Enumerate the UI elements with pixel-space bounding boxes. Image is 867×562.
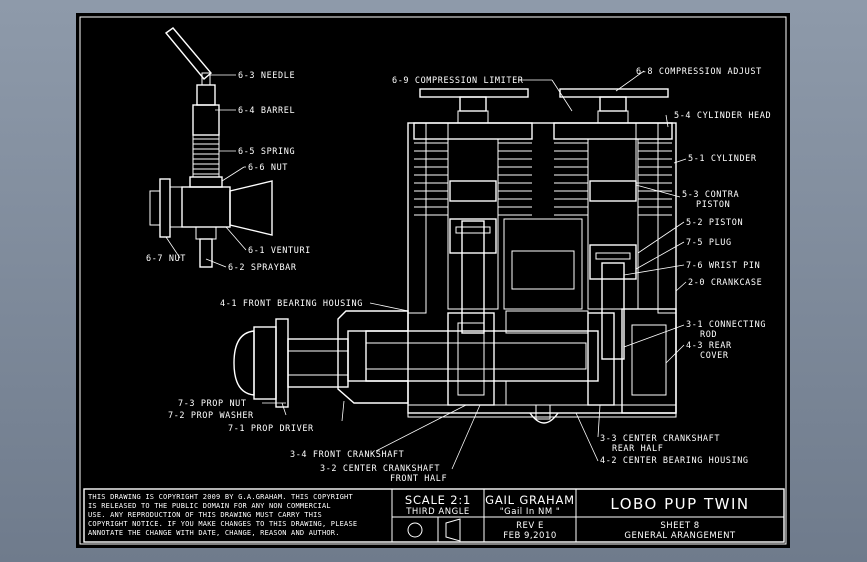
label-connecting-rod-2: ROD — [700, 330, 717, 340]
barrel-part — [196, 84, 216, 106]
label-contra-piston-2: PISTON — [696, 200, 730, 210]
label-center-crankshaft-rear-2: REAR HALF — [612, 444, 663, 454]
prop-washer — [275, 318, 289, 408]
label-nut-6-7: 6-7 NUT — [146, 254, 186, 264]
label-cylinder: 5-1 CYLINDER — [688, 154, 757, 164]
label-center-crankshaft-front-2: FRONT HALF — [390, 474, 447, 484]
revision-text: REV E — [516, 521, 544, 531]
label-center-bearing-housing: 4-2 CENTER BEARING HOUSING — [600, 456, 749, 466]
copyright-line-4: COPYRIGHT NOTICE. IF YOU MAKE CHANGES TO… — [88, 520, 357, 528]
piston-right — [589, 244, 637, 280]
cylinder-head-right — [553, 110, 673, 140]
label-crankcase: 2-0 CRANKCASE — [688, 278, 762, 288]
cylinder-head-left — [413, 110, 533, 140]
label-front-bearing-housing: 4-1 FRONT BEARING HOUSING — [220, 299, 363, 309]
needle-part — [164, 27, 212, 80]
assembly-drawing: 6-3 NEEDLE 6-4 BARREL 6-5 SPRING 6-6 NUT… — [79, 16, 787, 545]
connecting-rod-right — [601, 262, 625, 360]
label-barrel: 6-4 BARREL — [238, 106, 295, 116]
front-crankshaft-web — [447, 312, 495, 406]
scale-text: SCALE 2:1 — [405, 493, 471, 507]
label-prop-washer: 7-2 PROP WASHER — [168, 411, 254, 421]
prop-nut-dome — [233, 330, 255, 396]
label-contra-piston-1: 5-3 CONTRA — [682, 190, 739, 200]
cylinder-fins-right — [554, 142, 672, 216]
copyright-line-5: ANNOTATE THE CHANGE WITH DATE, CHANGE, R… — [88, 529, 340, 537]
engine-leaders — [262, 70, 687, 470]
prop-nut — [253, 326, 277, 400]
drawing-title: LOBO PUP TWIN — [610, 495, 749, 513]
crankshaft — [347, 330, 599, 382]
prop-driver — [287, 338, 349, 388]
piston-left — [449, 218, 497, 254]
label-venturi: 6-1 VENTURI — [248, 246, 311, 256]
author-alias: "Gail In NM " — [500, 507, 561, 517]
carburetor-assembly — [149, 27, 273, 268]
label-compression-limiter: 6-9 COMPRESSION LIMITER — [392, 76, 524, 86]
revision-date: FEB 9,2010 — [503, 531, 557, 541]
engine-section — [337, 88, 677, 424]
third-angle-projection-icon — [407, 518, 461, 542]
author-name: GAIL GRAHAM — [485, 493, 575, 507]
label-nut-6-6: 6-6 NUT — [248, 163, 288, 173]
drawing-border — [79, 16, 787, 545]
drawing-sheet: 6-3 NEEDLE 6-4 BARREL 6-5 SPRING 6-6 NUT… — [76, 13, 790, 548]
nut-6-6-part — [189, 176, 223, 188]
label-spring: 6-5 SPRING — [238, 147, 295, 157]
label-piston: 5-2 PISTON — [686, 218, 743, 228]
label-prop-driver: 7-1 PROP DRIVER — [228, 424, 314, 434]
projection-text: THIRD ANGLE — [405, 507, 470, 517]
label-wrist-pin: 7-6 WRIST PIN — [686, 261, 760, 271]
sheet-number: SHEET 8 — [660, 521, 699, 531]
compression-limiter-tee — [419, 88, 529, 112]
label-cylinder-head: 5-4 CYLINDER HEAD — [674, 111, 771, 121]
label-rear-cover-2: COVER — [700, 351, 729, 361]
label-connecting-rod-1: 3-1 CONNECTING — [686, 320, 766, 330]
copyright-line-1: THIS DRAWING IS COPYRIGHT 2009 BY G.A.GR… — [88, 493, 353, 501]
copyright-line-2: IS RELEASED TO THE PUBLIC DOMAIN FOR ANY… — [88, 502, 331, 510]
cylinder-fins-left — [414, 142, 532, 216]
nut-6-7-part — [159, 178, 171, 238]
venturi-part — [229, 180, 273, 236]
label-spraybar: 6-2 SPRAYBAR — [228, 263, 297, 273]
label-rear-cover-1: 4-3 REAR — [686, 341, 732, 351]
title-block: THIS DRAWING IS COPYRIGHT 2009 BY G.A.GR… — [83, 488, 785, 543]
connecting-rod-left — [461, 220, 485, 334]
label-center-crankshaft-rear-1: 3-3 CENTER CRANKSHAFT — [600, 434, 720, 444]
carb-leaders — [165, 74, 247, 268]
rear-cover — [621, 308, 677, 414]
label-plug: 7-5 PLUG — [686, 238, 732, 248]
label-needle: 6-3 NEEDLE — [238, 71, 295, 81]
label-compression-adjust: 6-8 COMPRESSION ADJUST — [636, 67, 762, 77]
prop-assembly — [233, 318, 349, 408]
label-center-crankshaft-front-1: 3-2 CENTER CRANKSHAFT — [320, 464, 440, 474]
contra-piston-right — [589, 180, 637, 202]
contra-piston-left — [449, 180, 497, 202]
spring-part — [192, 134, 220, 178]
compression-adjust-tee — [559, 88, 669, 112]
spraybar-part — [199, 238, 213, 268]
label-front-crankshaft: 3-4 FRONT CRANKSHAFT — [290, 450, 404, 460]
label-prop-nut: 7-3 PROP NUT — [178, 399, 247, 409]
center-bearing-housing — [505, 310, 589, 334]
copyright-line-3: USE. ANY REPRODUCTION OF THIS DRAWING MU… — [88, 511, 322, 519]
sheet-title: GENERAL ARANGEMENT — [624, 531, 736, 541]
